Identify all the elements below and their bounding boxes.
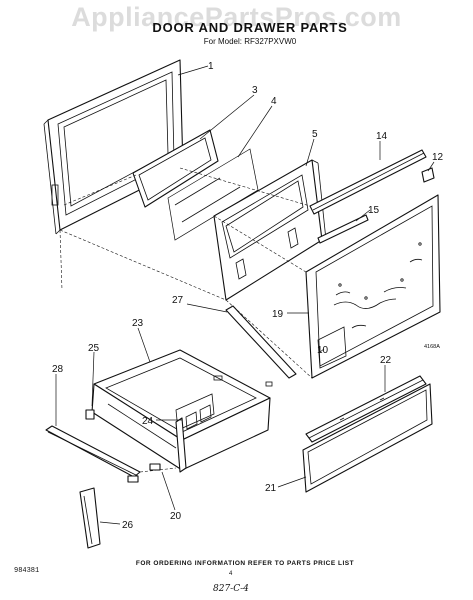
part-door-assembly xyxy=(305,194,441,379)
part-window-glass xyxy=(167,148,259,241)
document-number: 984381 xyxy=(14,567,40,575)
callout-10: 10 xyxy=(317,345,329,356)
callout-19: 19 xyxy=(272,309,284,320)
callout-3: 3 xyxy=(252,85,258,96)
part-window-frame xyxy=(132,129,219,208)
callout-21: 21 xyxy=(265,483,277,494)
model-subtitle: For Model: RF327PXVW0 xyxy=(203,37,297,46)
watermark: AppliancePartsPros.com xyxy=(71,2,402,32)
callout-25: 25 xyxy=(88,343,100,354)
callout-5: 5 xyxy=(312,129,318,140)
callout-23: 23 xyxy=(132,318,144,329)
callout-12: 12 xyxy=(432,152,444,163)
callout-leader-lines xyxy=(55,65,435,525)
handwritten-note: 827-C-4 xyxy=(213,584,249,594)
ordering-note: FOR ORDERING INFORMATION REFER TO PARTS … xyxy=(135,560,355,567)
callout-1: 1 xyxy=(208,61,214,72)
part-side-trim xyxy=(317,214,369,244)
page-number: 4 xyxy=(229,571,233,577)
diagram-title: DOOR AND DRAWER PARTS xyxy=(152,20,348,35)
part-kick-plate xyxy=(79,487,101,549)
part-drawer-panel-strip xyxy=(305,375,427,443)
figure-code: 4168A xyxy=(424,344,440,350)
callout-24: 24 xyxy=(142,416,154,427)
callout-20: 20 xyxy=(170,511,182,522)
callout-numbers: 1 3 4 5 14 12 15 19 10 27 23 25 28 24 22… xyxy=(52,61,444,531)
callout-15: 15 xyxy=(368,205,380,216)
part-end-cap xyxy=(421,167,435,183)
part-side-bracket xyxy=(127,417,187,483)
callout-27: 27 xyxy=(172,295,184,306)
callout-28: 28 xyxy=(52,364,64,375)
part-drawer-body xyxy=(91,349,273,471)
callout-14: 14 xyxy=(376,131,388,142)
callout-4: 4 xyxy=(271,96,277,107)
assembly-guide-lines xyxy=(59,167,313,473)
callout-26: 26 xyxy=(122,520,134,531)
part-outer-door-panel xyxy=(43,59,184,235)
part-top-trim xyxy=(309,149,427,215)
part-drawer-front-panel xyxy=(302,383,433,493)
part-drawer-glide xyxy=(85,409,95,420)
callout-22: 22 xyxy=(380,355,392,366)
part-drawer-rail xyxy=(225,305,297,379)
